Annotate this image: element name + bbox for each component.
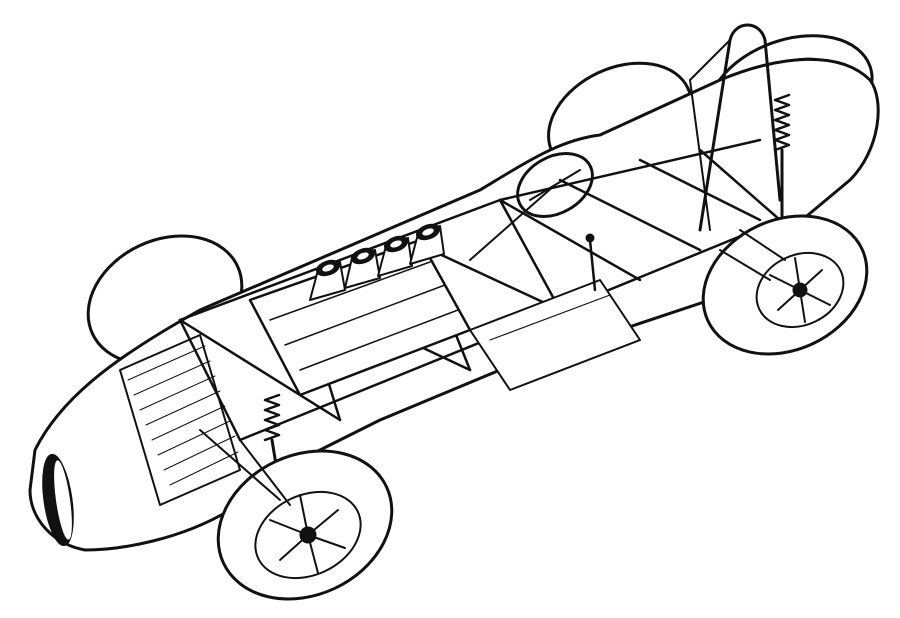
fuel-tank bbox=[469, 279, 641, 391]
rear-right-lower-wheel bbox=[701, 214, 869, 356]
suspension-arms bbox=[199, 229, 786, 506]
gear-lever bbox=[585, 233, 597, 292]
intake-trumpets bbox=[309, 223, 445, 301]
steering-wheel bbox=[469, 152, 594, 261]
front-right-wheel bbox=[216, 449, 394, 601]
roll-bar bbox=[689, 23, 782, 232]
